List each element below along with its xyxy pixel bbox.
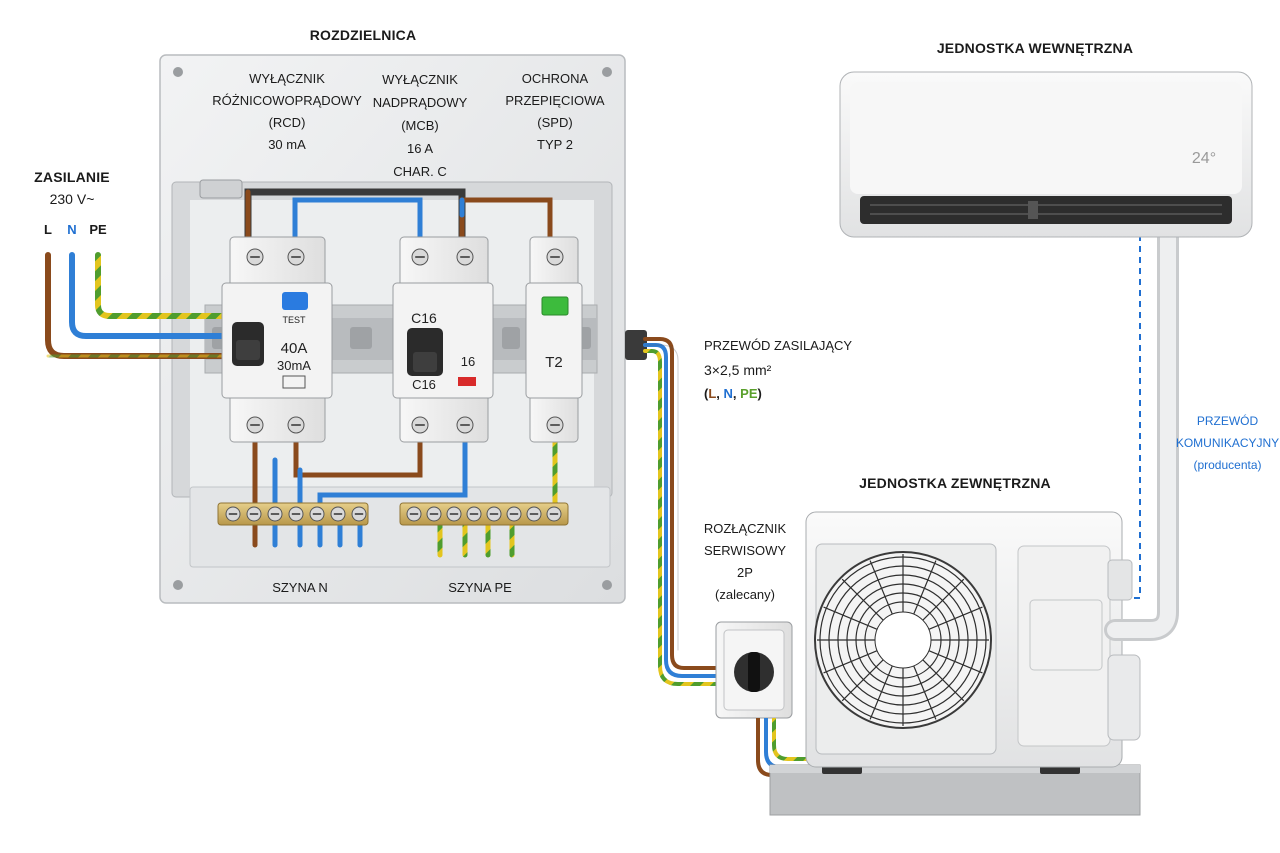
rcd-line-1: WYŁĄCZNIK (249, 71, 325, 86)
switchboard-title: ROZDZIELNICA (309, 27, 417, 43)
comm-cable-label: PRZEWÓD KOMUNIKACYJNY (producenta) (1175, 410, 1280, 476)
rcd-sensitivity: 30mA (277, 358, 311, 373)
mcb-face-side: 16 (460, 354, 476, 369)
rcd-test-button (282, 292, 308, 310)
comm-line-1: PRZEWÓD (1196, 414, 1259, 428)
isolator-line-2: SERWISOWY (703, 543, 787, 558)
spd-label: OCHRONA PRZEPIĘCIOWA (SPD) TYP 2 (495, 68, 615, 156)
cable-conductor-n: N (723, 386, 733, 401)
rcd-rating: 40A (280, 340, 308, 357)
busbar-n-label: SZYNA N (272, 580, 328, 595)
busbar-pe (399, 502, 569, 526)
supply-title: ZASILANIE (34, 169, 110, 185)
rcd-device (221, 236, 333, 443)
cable-label: PRZEWÓD ZASILAJĄCY 3×2,5 mm² (L, N, PE) (704, 334, 852, 406)
isolator-label: ROZŁĄCZNIK SERWISOWY 2P (zalecany) (690, 518, 800, 606)
rcd-line-4: 30 mA (268, 137, 306, 152)
indoor-unit-title: JEDNOSTKA WEWNĘTRZNA (936, 40, 1134, 56)
supply-conductor-l: L (44, 222, 52, 237)
rcd-line-3: (RCD) (268, 115, 306, 130)
isolator-line-4: (zalecany) (715, 587, 775, 602)
supply-voltage: 230 V~ (49, 191, 95, 207)
indoor-unit (839, 71, 1253, 238)
supply-conductor-n: N (67, 222, 77, 237)
supply-cable (625, 330, 720, 686)
cable-line-2: 3×2,5 mm² (704, 362, 772, 378)
outdoor-unit-title: JEDNOSTKA ZEWNĘTRZNA (859, 475, 1051, 491)
mcb-label: WYŁĄCZNIK NADPRĄDOWY (MCB) 16 A CHAR. C (360, 68, 480, 183)
mcb-line-4: 16 A (406, 141, 434, 156)
spd-face-type: T2 (545, 354, 563, 371)
mcb-face-top: C16 (411, 310, 437, 326)
busbar-pe-label: SZYNA PE (448, 580, 512, 595)
busbar-screws (225, 506, 562, 522)
mcb-line-2: NADPRĄDOWY (372, 95, 468, 110)
supply-label: ZASILANIE 230 V~ (22, 166, 122, 210)
top-jumpers (199, 179, 553, 246)
cable-conductors: (L, N, PE) (704, 386, 762, 401)
indoor-display: 24° (1191, 150, 1217, 167)
rcd-test-label: TEST (282, 315, 306, 325)
communication-cable (1132, 235, 1141, 599)
supply-wires (45, 252, 228, 359)
spd-line-1: OCHRONA (521, 71, 589, 86)
cable-conductor-pe: PE (740, 386, 758, 401)
comm-line-2: KOMUNIKACYJNY (1175, 436, 1280, 450)
device-screws (246, 248, 564, 434)
mcb-device (392, 236, 494, 443)
mcb-face-bottom: C16 (412, 377, 436, 392)
isolator-line-3: 2P (737, 565, 753, 580)
cable-line-1: PRZEWÓD ZASILAJĄCY (704, 338, 853, 353)
refrigerant-pipe (1104, 224, 1179, 641)
outdoor-unit (769, 511, 1141, 816)
comm-line-3: (producenta) (1193, 458, 1262, 472)
mcb-line-1: WYŁĄCZNIK (382, 72, 458, 87)
mcb-line-5: CHAR. C (393, 164, 447, 179)
spd-device (525, 236, 583, 443)
rcd-line-2: RÓŻNICOWOPRĄDOWY (212, 93, 362, 108)
mcb-line-3: (MCB) (401, 118, 439, 133)
spd-line-4: TYP 2 (537, 137, 573, 152)
spd-line-3: (SPD) (537, 115, 573, 130)
isolator-line-1: ROZŁĄCZNIK (703, 521, 787, 536)
supply-conductor-pe: PE (89, 222, 107, 237)
spd-line-2: PRZEPIĘCIOWA (505, 93, 605, 108)
cable-conductor-l: L (708, 386, 717, 401)
service-isolator[interactable] (715, 621, 793, 719)
rcd-label: WYŁĄCZNIK RÓŻNICOWOPRĄDOWY (RCD) 30 mA (212, 68, 362, 156)
